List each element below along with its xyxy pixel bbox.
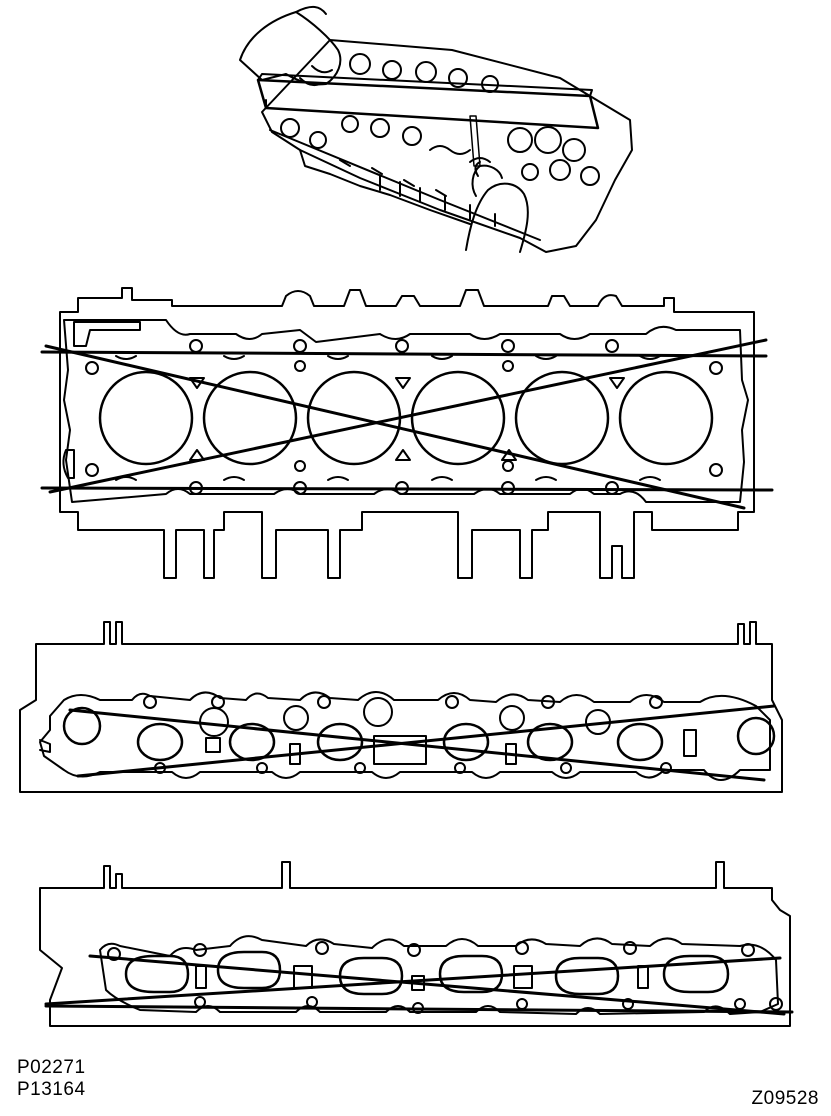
intake-side-face (19, 621, 783, 793)
straightedge-illustration (239, 6, 633, 253)
reference-code-1: P02271 (17, 1057, 86, 1078)
reference-code-2: P13164 (17, 1079, 86, 1100)
cylinder-block-side-face (40, 287, 774, 579)
figure-id-code: Z09528 (751, 1088, 819, 1109)
exhaust-side-face (39, 861, 794, 1027)
